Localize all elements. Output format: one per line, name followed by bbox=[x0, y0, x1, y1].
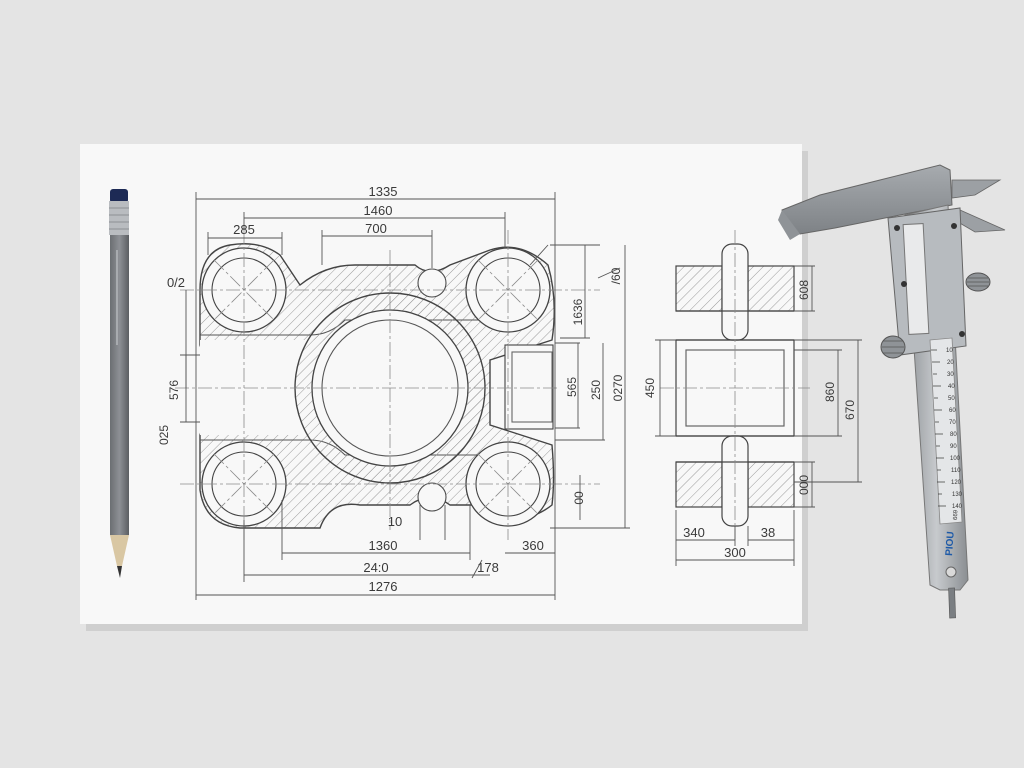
dim-bottom-overall: 1276 bbox=[369, 579, 398, 594]
dim-bottom-a: 1360 bbox=[369, 538, 398, 553]
small-notch-bottom bbox=[417, 482, 447, 512]
dim-left-lower: 025 bbox=[157, 425, 171, 445]
side-dim-right-a: 860 bbox=[823, 382, 837, 402]
caliper-thumbwheel-right bbox=[965, 272, 991, 292]
scale-num: 100 bbox=[950, 456, 961, 462]
caliper-screw-low bbox=[959, 331, 965, 337]
front-centerlines bbox=[175, 230, 600, 540]
caliper-end-hole bbox=[945, 566, 957, 578]
side-dim-left-height: 450 bbox=[643, 378, 657, 398]
scale-num: 110 bbox=[951, 468, 961, 474]
vernier-caliper: 10 20 30 40 50 60 70 80 90 100 110 120 1… bbox=[778, 164, 1006, 619]
pencil-ferrule bbox=[109, 201, 129, 235]
scale-num: 20 bbox=[947, 360, 954, 366]
dim-top-overall: 1335 bbox=[369, 184, 398, 199]
pencil-wood-tip bbox=[110, 535, 129, 566]
side-block-bottom-left bbox=[675, 461, 723, 508]
caliper-depth-rod bbox=[948, 587, 956, 619]
side-dim-bottom-mid: 38 bbox=[761, 525, 775, 540]
dim-left-mid: 576 bbox=[167, 380, 181, 400]
side-dim-bottom-right: 000 bbox=[797, 475, 811, 495]
caliper-small-label: 669 bbox=[953, 509, 959, 520]
scale-num: 80 bbox=[950, 432, 957, 438]
side-block-top-left bbox=[675, 265, 723, 312]
dim-right-lower: 00 bbox=[572, 491, 586, 505]
scale-num: 70 bbox=[949, 420, 956, 426]
side-view-drawing: 608 450 860 670 000 340 38 300 bbox=[643, 230, 862, 566]
pencil-eraser bbox=[110, 189, 128, 203]
scale-num: 40 bbox=[948, 384, 955, 390]
dim-right-diag: /60 bbox=[609, 267, 623, 284]
dim-right-mid-b: 250 bbox=[589, 380, 603, 400]
side-block-bottom-right bbox=[747, 461, 795, 508]
side-dim-bottom-overall: 300 bbox=[724, 545, 746, 560]
pencil-lead bbox=[117, 566, 122, 578]
dim-right-mid-c: 0270 bbox=[611, 374, 625, 401]
dim-top-left-span: 285 bbox=[233, 222, 255, 237]
dim-top-second: 1460 bbox=[364, 203, 393, 218]
pencil-body bbox=[110, 235, 129, 535]
dim-bottom-right-short: 360 bbox=[522, 538, 544, 553]
caliper-screw-right bbox=[951, 223, 957, 229]
scale-num: 60 bbox=[949, 408, 956, 414]
caliper-vernier-window bbox=[902, 223, 930, 335]
scale-num: 10 bbox=[946, 348, 953, 354]
dim-left-upper: 0/2 bbox=[167, 275, 185, 290]
side-dimension-lines bbox=[655, 265, 862, 566]
dim-bottom-small: 10 bbox=[388, 514, 402, 529]
front-dimension-lines bbox=[180, 192, 630, 600]
front-port bbox=[504, 344, 554, 430]
scale-num: 120 bbox=[951, 480, 962, 486]
side-dimension-labels: 608 450 860 670 000 340 38 300 bbox=[643, 280, 857, 560]
small-notch-top bbox=[417, 268, 447, 298]
scale-num: 140 bbox=[952, 504, 963, 510]
side-block-top-right bbox=[747, 265, 795, 312]
front-dimension-labels: 1335 1460 285 700 0/2 576 025 /60 1636 5… bbox=[157, 184, 625, 594]
front-view-drawing: 1335 1460 285 700 0/2 576 025 /60 1636 5… bbox=[157, 184, 630, 600]
caliper-inside-jaw-upper bbox=[951, 179, 1002, 199]
scale-num: 130 bbox=[952, 492, 963, 498]
side-dim-bottom-left: 340 bbox=[683, 525, 705, 540]
dim-right-upper: 1636 bbox=[571, 298, 585, 325]
dim-bottom-diag: 178 bbox=[477, 560, 499, 575]
pencil bbox=[109, 189, 129, 578]
dim-right-mid-a: 565 bbox=[565, 377, 579, 397]
caliper-screw-top bbox=[894, 225, 900, 231]
caliper-scale-ticks bbox=[931, 349, 946, 507]
caliper-thumbwheel-left bbox=[880, 335, 906, 359]
caliper-brand-label: PIOU bbox=[944, 531, 957, 556]
dim-top-mid-span: 700 bbox=[365, 221, 387, 236]
scale-num: 50 bbox=[948, 396, 955, 402]
side-centerlines bbox=[660, 230, 810, 540]
scale-num: 30 bbox=[947, 372, 954, 378]
caliper-screw-mid bbox=[901, 281, 907, 287]
dim-bottom-b: 24:0 bbox=[363, 560, 388, 575]
side-dim-right-b: 670 bbox=[843, 400, 857, 420]
caliper-main-scale bbox=[929, 337, 963, 525]
caliper-scale-numbers: 10 20 30 40 50 60 70 80 90 100 110 120 1… bbox=[946, 348, 963, 510]
scale-num: 90 bbox=[950, 444, 957, 450]
caliper-jaw-tip-left bbox=[778, 210, 800, 240]
side-dim-top-right: 608 bbox=[797, 280, 811, 300]
